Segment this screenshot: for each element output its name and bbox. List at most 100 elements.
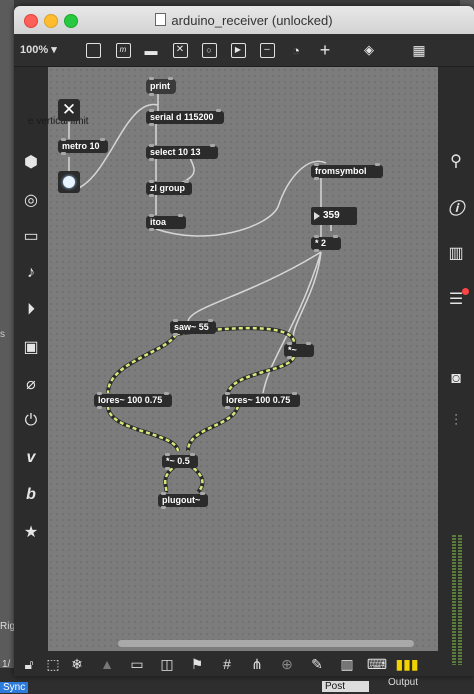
inlet[interactable]	[375, 163, 380, 166]
outlet[interactable]	[149, 194, 154, 197]
minimize-button[interactable]	[44, 14, 58, 28]
star-icon[interactable]: ★	[23, 524, 39, 541]
inlet[interactable]	[173, 319, 178, 322]
outlet[interactable]	[161, 506, 166, 509]
inlet[interactable]	[164, 392, 169, 395]
inlet[interactable]	[190, 453, 195, 456]
layers-icon[interactable]: ◫	[160, 655, 174, 672]
inlet[interactable]	[149, 77, 154, 80]
inlet[interactable]	[149, 214, 154, 217]
inlet[interactable]	[333, 235, 338, 238]
multiply-signal-object[interactable]: *~	[284, 342, 314, 359]
outlet[interactable]	[149, 93, 154, 96]
patchcord[interactable]	[68, 104, 159, 192]
hash-icon[interactable]: #	[223, 656, 231, 672]
outlet[interactable]	[314, 177, 319, 180]
inlet[interactable]	[314, 235, 319, 238]
outlet[interactable]	[61, 152, 66, 155]
outlet[interactable]	[225, 406, 230, 409]
inlet[interactable]	[161, 492, 166, 495]
inlet[interactable]	[306, 342, 311, 345]
outlet[interactable]	[165, 467, 170, 470]
present-icon[interactable]: ▭	[130, 655, 144, 672]
paint-bucket-icon[interactable]: ◈	[364, 42, 374, 57]
inlet[interactable]	[225, 392, 230, 395]
wrench-icon[interactable]: ✎	[311, 655, 323, 672]
inlet[interactable]	[314, 163, 319, 166]
multiply-half-object[interactable]: *~ 0.5	[162, 453, 198, 470]
plugout-object[interactable]: plugout~	[158, 492, 208, 509]
select-object[interactable]: select 10 13	[146, 144, 218, 161]
bars-icon[interactable]: ▮▮▮	[395, 655, 419, 672]
flag-icon[interactable]: ⚑	[190, 655, 204, 672]
inlet[interactable]	[97, 392, 102, 395]
multiply-object[interactable]: * 2	[311, 235, 341, 252]
console-icon[interactable]: ▭	[23, 228, 39, 245]
patchcord[interactable]	[187, 251, 322, 323]
outlet[interactable]	[149, 123, 154, 126]
plus-icon[interactable]: +	[319, 39, 331, 60]
metro-object[interactable]: metro 10	[58, 138, 108, 155]
inlet[interactable]	[168, 77, 173, 80]
debug-icon[interactable]: ⊕	[281, 655, 293, 672]
lores-object-right[interactable]: lores~ 100 0.75	[222, 392, 300, 409]
patch-comment[interactable]: e vertical limit	[28, 116, 89, 127]
fromsymbol-object[interactable]: fromsymbol	[311, 163, 383, 180]
inlet[interactable]	[61, 138, 66, 141]
zoom-button[interactable]	[64, 14, 78, 28]
camera-icon[interactable]: ◙	[451, 370, 461, 387]
sliders-icon[interactable]: ⫶	[453, 413, 458, 430]
inlet[interactable]	[208, 319, 213, 322]
number-box[interactable]: 359	[311, 207, 357, 225]
outlet[interactable]	[97, 406, 102, 409]
presentation-icon[interactable]	[84, 41, 102, 59]
note-icon[interactable]: ♪	[27, 264, 35, 281]
toggle-x[interactable]: ✕	[58, 99, 80, 121]
patchcord[interactable]	[155, 160, 327, 237]
inlet[interactable]	[216, 109, 221, 112]
patch-canvas[interactable]: e vertical limit print ✕ serial d 115200…	[28, 67, 438, 651]
minus-icon[interactable]: –	[258, 41, 276, 59]
message-icon[interactable]: ▶	[229, 41, 247, 59]
sequencer-icon[interactable]: ⏵	[26, 301, 35, 318]
bg-post-select[interactable]: Post	[322, 681, 370, 692]
cube-icon[interactable]: ⬢	[24, 154, 38, 171]
outlet[interactable]	[287, 356, 292, 359]
outlet[interactable]	[314, 249, 319, 252]
paperclip-icon[interactable]: ⌀	[26, 376, 36, 393]
image-icon[interactable]: ▣	[23, 339, 39, 356]
lores-object-left[interactable]: lores~ 100 0.75	[94, 392, 172, 409]
inlet[interactable]	[210, 144, 215, 147]
bitcoin-icon[interactable]: b	[26, 486, 36, 503]
tree-icon[interactable]: ⋔	[251, 655, 263, 672]
outlet[interactable]	[149, 228, 154, 231]
inlet[interactable]	[149, 144, 154, 147]
grid-icon[interactable]: ▦	[412, 41, 426, 58]
print-message[interactable]: print	[146, 77, 176, 96]
inlet[interactable]	[184, 180, 189, 183]
signal-cords[interactable]	[106, 326, 296, 493]
piano-icon[interactable]: ▥	[340, 655, 354, 672]
plug-icon[interactable]: ⏻	[24, 412, 38, 429]
inlet[interactable]	[200, 492, 205, 495]
inlet[interactable]	[149, 180, 154, 183]
circle-icon[interactable]: ◎	[24, 192, 38, 209]
horizontal-scrollbar[interactable]	[118, 640, 414, 647]
itoa-object[interactable]: itoa	[146, 214, 186, 231]
inlet[interactable]	[165, 453, 170, 456]
saw-object[interactable]: saw~ 55	[170, 319, 216, 336]
snowflake-icon[interactable]: ❄	[71, 655, 83, 672]
list-icon[interactable]: ☰	[448, 291, 464, 308]
zoom-menu[interactable]: 100% ▾	[20, 44, 57, 56]
bg-sync-button[interactable]: Sync	[0, 682, 29, 693]
patchcord[interactable]	[262, 251, 322, 394]
close-button[interactable]	[24, 14, 38, 28]
keyboard-icon[interactable]: ⌨	[366, 655, 388, 672]
serial-object[interactable]: serial d 115200	[146, 109, 224, 126]
outlet[interactable]	[149, 158, 154, 161]
inlet[interactable]	[100, 138, 105, 141]
bang-button[interactable]	[58, 171, 80, 193]
outlet[interactable]	[173, 333, 178, 336]
inlet[interactable]	[287, 342, 292, 345]
warning-icon[interactable]: ▲	[100, 656, 114, 672]
